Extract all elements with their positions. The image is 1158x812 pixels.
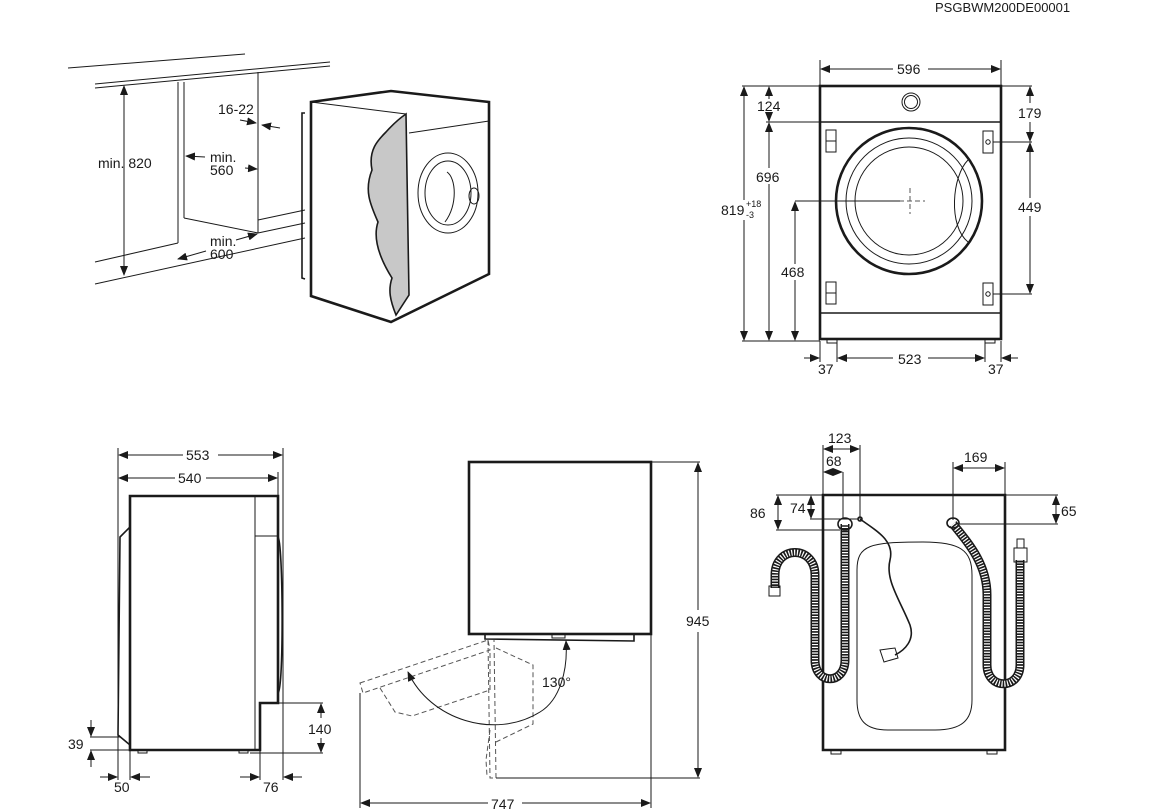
top-view: 130° 945 747	[359, 460, 710, 812]
label-depth-540: 540	[178, 470, 202, 486]
open-door-porthole	[495, 647, 534, 743]
dim-arrow-gap-right	[261, 122, 281, 131]
label-width-747: 747	[491, 796, 515, 812]
open-door-foot	[485, 729, 491, 777]
label-rear-protrusion-50: 50	[114, 779, 130, 795]
label-foot-right-37: 37	[988, 361, 1004, 377]
label-depth-553: 553	[186, 447, 210, 463]
door-handle-recess	[954, 159, 969, 243]
label-min-600-line2: 600	[210, 246, 234, 262]
label-cable-height-74: 74	[790, 500, 806, 516]
right-cabinet-plinth	[257, 222, 306, 234]
label-height-945: 945	[686, 613, 710, 629]
label-min-820: min. 820	[98, 155, 152, 171]
inlet-hose	[946, 517, 1028, 689]
drain-hose	[768, 517, 853, 684]
door-angle-arc	[407, 640, 571, 726]
hinge-block-bottom-right	[982, 282, 994, 306]
worktop-front-edge-bottom	[94, 65, 331, 89]
worktop-front-edge-top	[94, 61, 331, 85]
drain-hose-end	[768, 585, 781, 597]
label-front-recess-76: 76	[263, 779, 279, 795]
label-top-panel-124: 124	[757, 98, 781, 114]
dim-arrow-600-right	[235, 232, 258, 241]
machine-isometric	[301, 89, 491, 324]
program-knob-inner	[904, 95, 918, 109]
front-foot	[238, 749, 249, 754]
label-inlet-offset-68: 68	[826, 453, 842, 469]
niche-floor-line	[183, 217, 259, 234]
label-hinge-449: 449	[1018, 199, 1042, 215]
rear-foot-left	[830, 749, 842, 755]
inlet-hose-connector	[1013, 547, 1028, 563]
porthole-inner	[424, 160, 472, 226]
porthole-glass-curve	[444, 171, 455, 223]
floor-line-upper	[94, 242, 179, 263]
foot-right	[984, 338, 996, 344]
hinge-block-top-right	[982, 130, 994, 154]
label-door-gap: 16-22	[218, 101, 254, 117]
label-right-hose-169: 169	[964, 449, 988, 465]
door-cutaway-panel	[367, 112, 410, 317]
label-door-angle: 130°	[542, 674, 571, 690]
worktop-back-edge	[67, 53, 246, 69]
label-drain-height-86: 86	[750, 505, 766, 521]
dim-arrow-560-left	[185, 152, 206, 161]
rear-body-outline	[821, 493, 1007, 752]
label-center-468: 468	[781, 264, 805, 280]
label-min-560-line1: min.	[210, 149, 236, 165]
dim-arrow-gap-left	[239, 117, 257, 126]
program-knob-outer	[901, 92, 921, 112]
rear-foot	[137, 749, 148, 754]
dim-arrow-600-left	[177, 250, 207, 261]
drain-hose-outlet	[837, 517, 853, 531]
label-plinth-140: 140	[308, 721, 332, 737]
top-body-outline	[467, 460, 653, 636]
power-plug	[879, 647, 899, 663]
machine-outline	[309, 89, 491, 324]
foot-left	[826, 338, 838, 344]
right-cabinet-base	[257, 209, 306, 221]
machine-panel-line	[408, 120, 490, 134]
side-view: 553 540 39 140 50 76	[68, 447, 332, 795]
porthole-outer	[417, 152, 479, 234]
rear-foot-right	[986, 749, 998, 755]
door-edge-rail	[487, 639, 497, 779]
label-hinge-179: 179	[1018, 105, 1042, 121]
rear-service-panel	[856, 541, 973, 731]
label-width-596: 596	[897, 61, 921, 77]
dim-arrow-560-right	[244, 164, 258, 173]
label-height-819: 819	[721, 202, 745, 218]
label-right-hose-height-65: 65	[1061, 503, 1077, 519]
open-door-drum	[379, 650, 491, 717]
label-drain-offset-123: 123	[828, 430, 852, 446]
label-door-height-696: 696	[756, 169, 780, 185]
label-foot-span-523: 523	[898, 351, 922, 367]
door-latch	[551, 633, 566, 639]
power-cable	[859, 518, 913, 656]
label-min-560-line2: 560	[210, 162, 234, 178]
rear-bulge	[117, 526, 131, 746]
door-handle	[468, 187, 480, 205]
label-rear-offset-39: 39	[68, 736, 84, 752]
label-tolerance-minus: -3	[746, 210, 754, 220]
installation-niche-view: min. 820 min. 560 min. 600 16-22	[67, 53, 491, 324]
front-view: 596 819 +18 -3 124 696 468 179 449	[720, 60, 1046, 377]
machine-side-panel	[301, 112, 306, 280]
document-code: PSGBWM200DE00001	[935, 0, 1070, 15]
closed-door	[484, 634, 635, 642]
floor-line-lower	[94, 237, 306, 285]
front-body-outline	[818, 84, 1003, 341]
label-tolerance-plus: +18	[746, 199, 761, 209]
side-body-outline	[128, 494, 280, 752]
rear-view: 123 68 169 86 74 65	[750, 430, 1077, 755]
label-min-600-line1: min.	[210, 233, 236, 249]
door-profile	[277, 536, 283, 694]
open-door-panel	[359, 639, 491, 694]
machine-top-edge	[310, 101, 407, 115]
label-foot-left-37: 37	[818, 361, 834, 377]
